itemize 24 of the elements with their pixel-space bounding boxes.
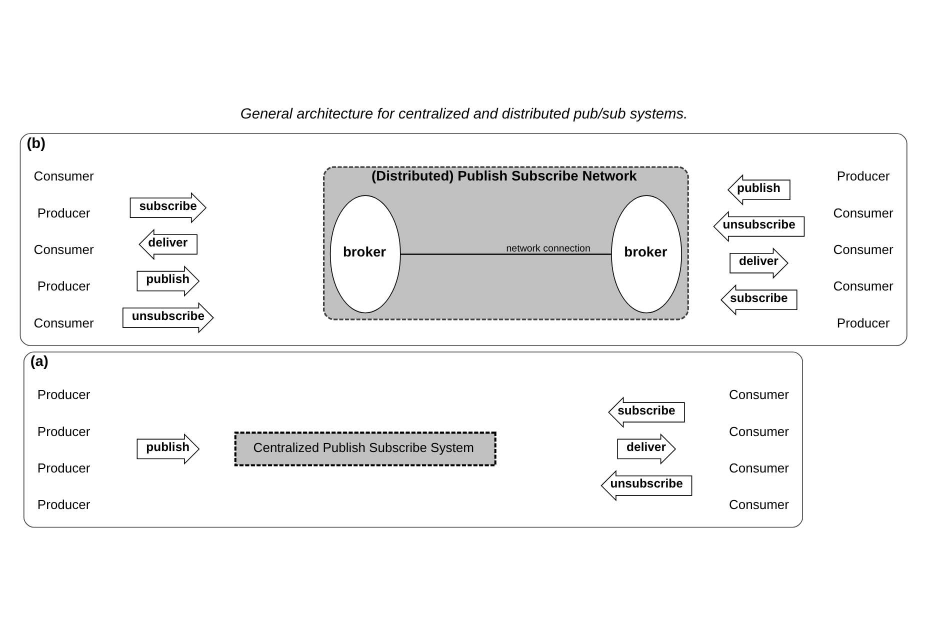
label: Consumer bbox=[728, 460, 790, 476]
edge-label: network connection bbox=[506, 243, 590, 254]
label: Producer bbox=[37, 460, 90, 476]
label: Consumer bbox=[34, 168, 94, 184]
label: Consumer bbox=[34, 315, 94, 330]
label: Producer bbox=[37, 205, 90, 220]
label: Consumer bbox=[833, 205, 894, 220]
node-ellipse: broker bbox=[330, 195, 401, 314]
label: Consumer bbox=[728, 424, 790, 439]
label: Producer bbox=[836, 315, 890, 330]
label: Producer bbox=[37, 424, 90, 439]
node-box: Centralized Publish Subscribe System bbox=[234, 432, 496, 466]
label: Producer bbox=[37, 387, 90, 402]
connector bbox=[400, 254, 612, 255]
label: Consumer bbox=[833, 278, 894, 294]
label: Consumer bbox=[728, 497, 790, 512]
diagram-title: General architecture for centralized and distributed pub/sub systems. bbox=[240, 106, 688, 122]
label: Producer bbox=[37, 278, 90, 294]
node-ellipse: broker bbox=[611, 195, 682, 314]
label: Consumer bbox=[728, 387, 790, 402]
label: Producer bbox=[836, 168, 890, 184]
label: Consumer bbox=[833, 242, 894, 258]
label: Producer bbox=[37, 497, 90, 512]
label: Consumer bbox=[34, 242, 94, 258]
